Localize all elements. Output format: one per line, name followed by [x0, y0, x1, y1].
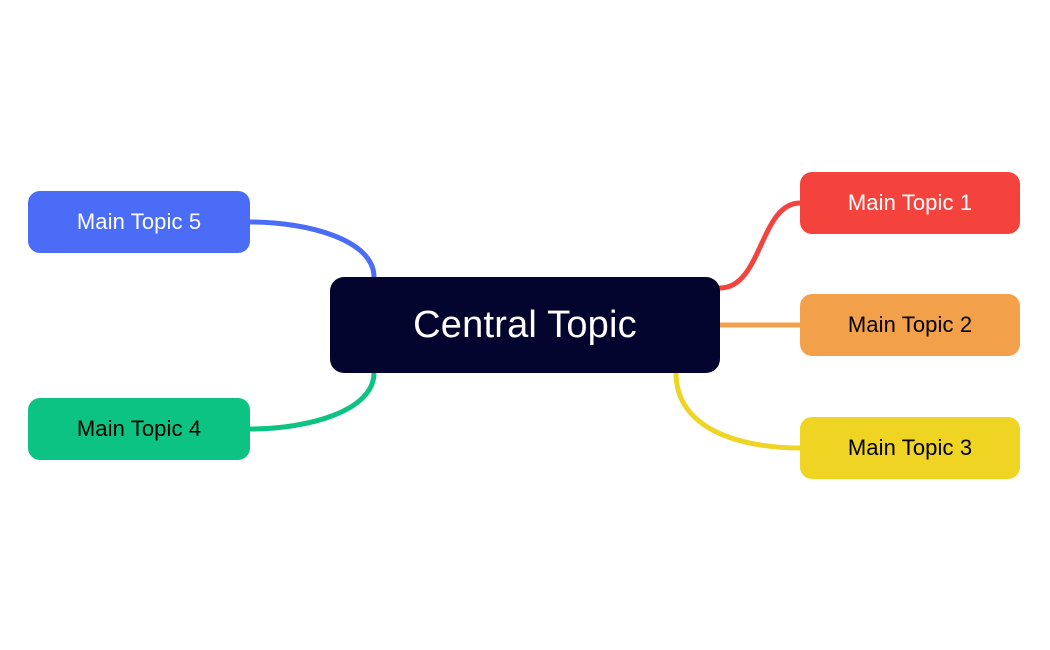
connector-topic-4: [247, 370, 377, 432]
main-topic-1-node[interactable]: Main Topic 1: [800, 172, 1020, 234]
main-topic-5-node[interactable]: Main Topic 5: [28, 191, 250, 253]
main-topic-4-node[interactable]: Main Topic 4: [28, 398, 250, 460]
connector-topic-3: [673, 370, 803, 451]
central-topic-node[interactable]: Central Topic: [330, 277, 720, 373]
main-topic-5-label: Main Topic 5: [76, 209, 202, 234]
connector-topic-1: [717, 200, 803, 291]
connector-topic-5: [247, 219, 377, 280]
main-topic-1-label: Main Topic 1: [847, 190, 973, 215]
main-topic-2-label: Main Topic 2: [847, 312, 973, 337]
central-topic-label: Central Topic: [413, 304, 637, 346]
main-topic-3-label: Main Topic 3: [847, 435, 973, 460]
main-topic-3-node[interactable]: Main Topic 3: [800, 417, 1020, 479]
main-topic-4-label: Main Topic 4: [76, 416, 202, 441]
main-topic-2-node[interactable]: Main Topic 2: [800, 294, 1020, 356]
